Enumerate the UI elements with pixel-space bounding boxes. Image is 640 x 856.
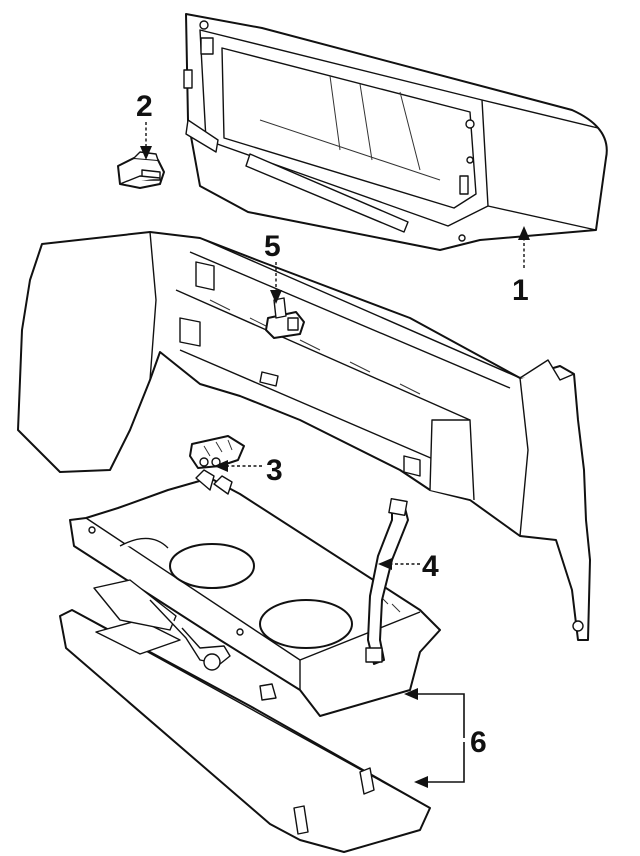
- callout-5: 5: [264, 230, 281, 263]
- door-inner-panel[interactable]: [69, 469, 441, 717]
- callout-3: 3: [266, 454, 283, 487]
- leader-3: [214, 460, 262, 472]
- instrument-panel-lower-trim: [17, 231, 591, 641]
- part-4-check-strap[interactable]: [365, 498, 409, 665]
- callout-2: 2: [136, 90, 153, 123]
- callout-6: 6: [470, 726, 487, 759]
- leader-1: [518, 226, 530, 268]
- part-5-bracket[interactable]: [265, 297, 305, 339]
- leader-5: [270, 262, 282, 304]
- door-outer-panel[interactable]: [59, 579, 431, 853]
- callout-4: 4: [422, 550, 439, 583]
- part-1-glove-box-bin[interactable]: [183, 13, 608, 251]
- leader-4: [378, 558, 420, 570]
- leader-2: [140, 122, 152, 160]
- callout-1: 1: [512, 274, 529, 307]
- part-2-latch[interactable]: [117, 151, 165, 189]
- part-3-hinge[interactable]: [189, 435, 245, 469]
- leader-6: [404, 688, 465, 788]
